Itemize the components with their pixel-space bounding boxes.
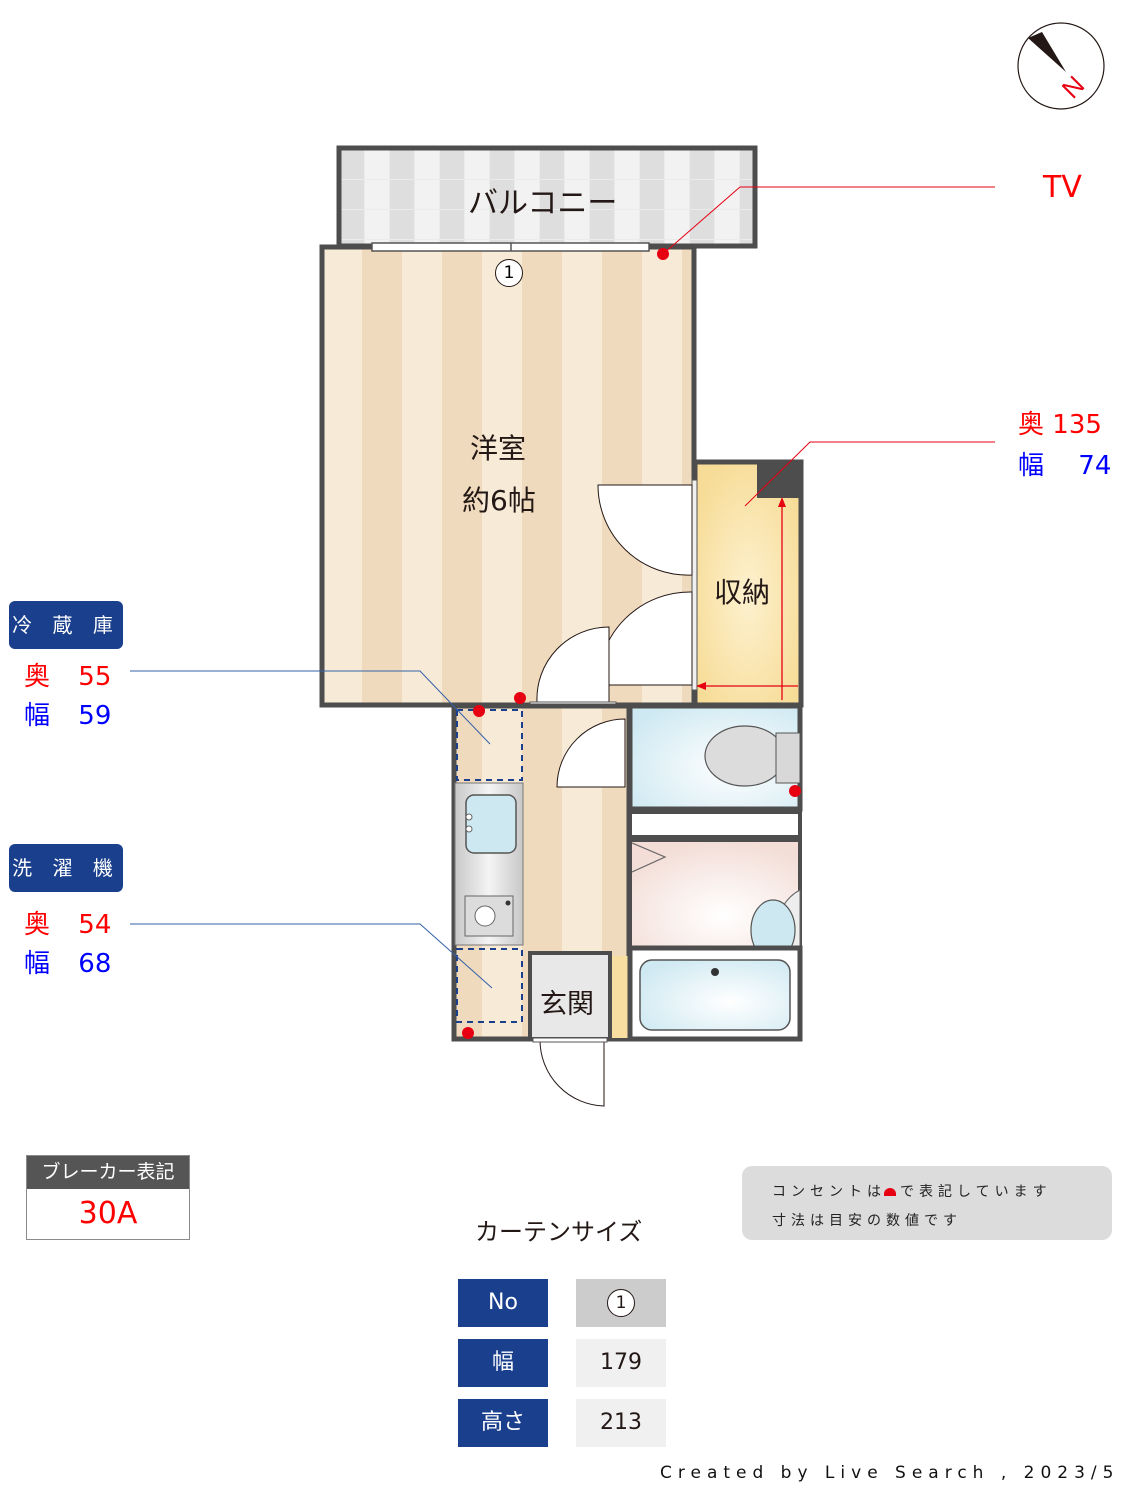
note-line-1-post: で表記しています	[900, 1184, 1052, 1200]
depth-value: 55	[78, 662, 112, 692]
storage-label: 収納	[714, 576, 771, 609]
width-value: 68	[78, 949, 112, 979]
washing-machine-depth: 奥 54	[24, 904, 111, 941]
depth-value: 54	[78, 910, 112, 940]
curtain-value-height: 213	[576, 1399, 666, 1447]
note-line-1-pre: コンセントは	[772, 1184, 886, 1200]
curtain-header-no: No	[458, 1279, 548, 1327]
width-value: 74	[1078, 451, 1112, 481]
refrigerator-width: 幅 59	[24, 695, 111, 732]
width-label: 幅	[24, 949, 51, 979]
curtain-number: 1	[607, 1289, 635, 1317]
window-number: 1	[495, 259, 523, 287]
note-line-2: 寸法は目安の数値です	[772, 1213, 962, 1229]
western-room-name: 洋室	[470, 432, 527, 465]
compass-icon: N	[1017, 22, 1105, 110]
width-label: 幅	[1018, 451, 1045, 481]
outlet-markers	[462, 248, 801, 1039]
depth-label: 奥	[24, 910, 51, 940]
entrance-label: 玄関	[540, 989, 594, 1020]
curtain-value-no: 1	[576, 1279, 666, 1327]
refrigerator-depth: 奥 55	[24, 656, 111, 693]
storage-width: 幅 74	[1018, 445, 1111, 482]
curtain-value-width: 179	[576, 1339, 666, 1387]
note-line-1: コンセントはで表記しています	[772, 1181, 1052, 1201]
balcony-label: バルコニー	[468, 186, 618, 221]
credit-footer: Created by Live Search , 2023/5	[660, 1463, 1120, 1483]
breaker-box: ブレーカー表記 30A	[26, 1155, 190, 1240]
refrigerator-badge: 冷 蔵 庫	[9, 601, 123, 649]
depth-label: 奥	[24, 662, 51, 692]
breaker-header: ブレーカー表記	[27, 1156, 189, 1189]
western-room-size: 約6帖	[462, 484, 536, 517]
washing-machine-badge: 洗 濯 機	[9, 844, 123, 892]
breaker-value: 30A	[27, 1189, 189, 1239]
depth-label: 奥	[1018, 410, 1045, 440]
curtain-header-height: 高さ	[458, 1399, 548, 1447]
storage-depth: 奥 135	[1018, 404, 1102, 441]
depth-value: 135	[1052, 410, 1102, 440]
window-marker: 1	[495, 259, 523, 287]
curtain-title: カーテンサイズ	[475, 1218, 643, 1246]
legend-note: コンセントはで表記しています 寸法は目安の数値です	[742, 1166, 1112, 1240]
width-label: 幅	[24, 701, 51, 731]
tv-label: TV	[1043, 170, 1082, 205]
curtain-header-width: 幅	[458, 1339, 548, 1387]
washing-machine-width: 幅 68	[24, 943, 111, 980]
outlet-symbol-icon	[884, 1188, 896, 1196]
width-value: 59	[78, 701, 112, 731]
